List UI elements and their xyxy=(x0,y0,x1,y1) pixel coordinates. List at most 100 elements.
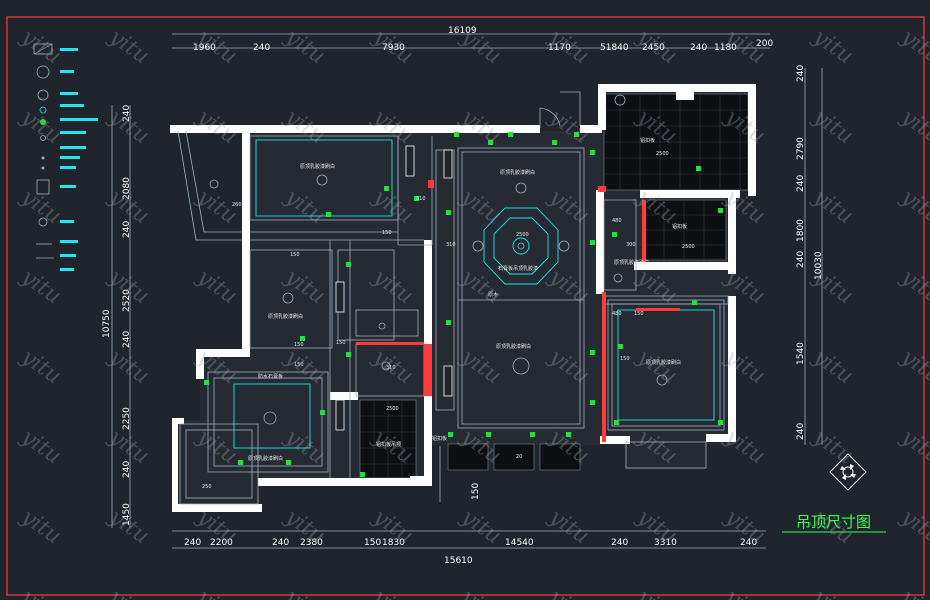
watermark-text: yitu xyxy=(896,584,930,600)
annotation: 250 xyxy=(202,484,212,490)
wall xyxy=(170,125,540,133)
spotlight-icon xyxy=(590,350,595,355)
wall xyxy=(424,240,432,344)
wall xyxy=(728,190,736,274)
watermark-text: yitu xyxy=(632,24,682,69)
watermark-text: yitu xyxy=(104,504,154,549)
room-label: 铝扣板 xyxy=(672,223,687,230)
room-label: 原顶乳胶漆刷白 xyxy=(496,343,531,350)
wall xyxy=(196,349,250,357)
wall xyxy=(172,504,262,512)
wall xyxy=(172,418,178,510)
wall xyxy=(410,476,432,486)
legend-bar xyxy=(60,146,86,149)
closet xyxy=(355,309,419,337)
watermark-text: yitu xyxy=(720,584,770,600)
bottom-total-dimension: 15610 xyxy=(444,556,473,566)
spotlight-icon xyxy=(486,432,491,437)
watermark-text: yitu xyxy=(16,24,66,69)
red-wall-segment xyxy=(424,344,432,396)
watermark-text: yitu xyxy=(456,584,506,600)
legend-bar xyxy=(60,240,78,243)
red-wall-segment xyxy=(642,200,646,262)
left-dim-seg: 240 xyxy=(122,331,132,348)
legend-symbol-panel xyxy=(33,43,53,55)
plan: 原顶乳胶漆刷白 原顶乳胶漆刷白 石膏板吊顶乳胶漆 原木 原顶乳胶漆刷白 原顶乳胶… xyxy=(170,84,756,512)
legend-bar xyxy=(60,254,76,257)
spotlight-icon xyxy=(612,232,617,237)
spotlight-icon xyxy=(454,132,459,137)
watermark-text: yitu xyxy=(544,504,594,549)
spotlight-icon xyxy=(238,460,243,465)
right-dimension-chain xyxy=(804,68,823,445)
vents xyxy=(335,145,453,431)
watermark-text: yitu xyxy=(104,584,154,600)
ceiling-light-icon xyxy=(263,411,277,425)
left-dim-seg: 2080 xyxy=(122,177,132,200)
room-label: 原顶乳胶漆刷白 xyxy=(268,313,303,320)
watermark-text: yitu xyxy=(192,584,242,600)
room-label: 铝扣板吊顶 xyxy=(376,441,401,448)
spotlight-icon xyxy=(590,400,595,405)
left-dimension-chain xyxy=(111,105,131,528)
spotlight-icon xyxy=(590,240,595,245)
ceiling-light-icon xyxy=(472,240,484,252)
annotation: 310 xyxy=(386,365,396,371)
room-label: 原顶乳胶漆刷白 xyxy=(248,455,283,462)
red-wall-segment xyxy=(602,292,606,442)
ceiling-light-icon xyxy=(512,357,530,375)
room-label: 防水石膏板 xyxy=(258,373,283,380)
watermark-text: yitu xyxy=(808,24,858,69)
watermark-text: yitu xyxy=(896,104,930,149)
legend-bar xyxy=(60,166,76,169)
ceiling-light-icon xyxy=(517,242,525,250)
wall xyxy=(748,84,756,196)
top-dimension-chain xyxy=(172,33,770,49)
watermark-text: yitu xyxy=(368,584,418,600)
tiled-zone-small xyxy=(539,443,581,471)
room-label: 铝扣板 xyxy=(640,137,655,144)
ceiling-light-icon xyxy=(613,273,623,283)
annotation: 150 xyxy=(634,311,644,317)
legend-bar xyxy=(60,70,74,73)
legend-bar xyxy=(60,104,84,107)
watermark-text: yitu xyxy=(896,264,930,309)
vent-icon xyxy=(443,365,453,397)
walls xyxy=(170,84,756,512)
balcony-right xyxy=(625,441,707,469)
kitchen-ceiling xyxy=(603,199,637,291)
watermark-text: yitu xyxy=(16,344,66,389)
legend-pendant-icon xyxy=(40,119,46,125)
vent-icon xyxy=(443,149,453,179)
bottom-dim-seg: 14540 xyxy=(505,538,534,548)
annotation: 260 xyxy=(232,202,242,208)
right-total-dimension: 10030 xyxy=(814,251,824,280)
bottom-dim-seg: 240 xyxy=(272,538,289,548)
watermark-text: yitu xyxy=(16,264,66,309)
watermark-text: yitu xyxy=(896,184,930,229)
spotlight-icon xyxy=(696,166,701,171)
ceiling-light-icon xyxy=(378,322,386,330)
annotation: 480 xyxy=(612,218,622,224)
annotation: 150 xyxy=(336,340,346,346)
spotlight-icon xyxy=(320,410,325,415)
bottom-dim-seg: 3310 xyxy=(654,538,677,548)
ceiling-light-icon xyxy=(381,361,391,371)
mid-vertical-dimension: 150 xyxy=(471,483,481,500)
legend-bar xyxy=(60,268,74,271)
watermark-text: yitu xyxy=(192,184,242,229)
legend-bar xyxy=(60,220,74,223)
room-label: 原木 xyxy=(488,291,498,298)
spotlight-icon xyxy=(446,210,451,215)
watermark-text: yitu xyxy=(808,424,858,469)
red-wall-segment xyxy=(636,308,680,311)
wall xyxy=(580,125,602,133)
spotlight-icon xyxy=(530,432,535,437)
ceiling-light-icon xyxy=(209,179,219,189)
room-label: 原顶乳胶漆刷白 xyxy=(614,259,649,266)
bottom-dim-seg: 1830 xyxy=(382,538,405,548)
top-room-cyan-border xyxy=(255,139,393,217)
bedroom-cyan-border xyxy=(233,383,311,449)
wall xyxy=(242,131,250,349)
wall xyxy=(698,84,754,92)
